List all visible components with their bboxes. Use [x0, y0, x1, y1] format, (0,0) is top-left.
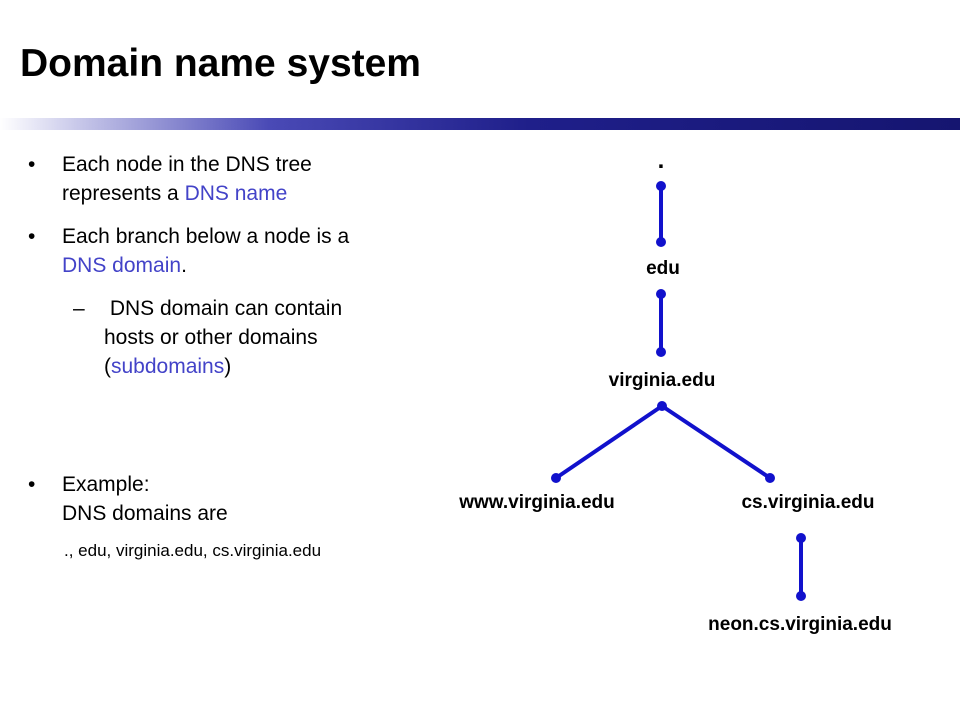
bullet-text-plain: Each branch below a node is a	[62, 225, 350, 248]
bullet-marker: •	[28, 473, 36, 496]
bullet-text: Each node in the DNS tree represents a D…	[62, 150, 312, 208]
bullet-marker: •	[28, 153, 36, 176]
node-dot	[551, 473, 561, 483]
dash-marker: –	[73, 297, 85, 320]
bullet-line: represents a DNS name	[62, 179, 312, 208]
bullet-text: Example: DNS domains are	[62, 470, 228, 528]
subbullet-text-plain: DNS domain can contain	[104, 297, 343, 320]
example-label: Example:	[62, 473, 150, 496]
node-dot	[765, 473, 775, 483]
label-neon: neon.cs.virginia.edu	[708, 614, 892, 635]
title-underline-bar	[0, 118, 960, 130]
label-cs: cs.virginia.edu	[741, 492, 874, 513]
subbullet-line: (subdomains)	[104, 352, 342, 381]
bullet-list: • Each node in the DNS tree represents a…	[0, 0, 450, 720]
node-dot	[657, 401, 667, 411]
subbullet-text-plain: )	[224, 355, 232, 378]
label-edu: edu	[646, 258, 680, 279]
subbullet-text-plain: hosts or other domains	[104, 326, 318, 349]
bullet-text-plain: Each node in the DNS tree	[62, 153, 312, 176]
example-line: DNS domains are	[62, 502, 228, 525]
edge-virginia-www	[554, 404, 664, 480]
subbullet-line: hosts or other domains	[104, 323, 342, 352]
bullet-line: Each branch below a node is a	[62, 222, 349, 251]
label-root: .	[658, 147, 665, 174]
bullet-text-plain: represents a	[62, 182, 185, 205]
tree-edges	[554, 184, 803, 598]
bullet-marker: •	[28, 225, 36, 248]
node-dot	[656, 181, 666, 191]
label-virginia: virginia.edu	[609, 370, 716, 391]
tree-nodes	[551, 181, 806, 601]
highlighted-term: DNS name	[184, 182, 288, 205]
node-dot	[656, 347, 666, 357]
highlighted-term: subdomains	[111, 355, 225, 378]
bullet-text: Each branch below a node is a DNS domain…	[62, 222, 349, 280]
node-dot	[656, 237, 666, 247]
bullet-text-plain: .	[181, 254, 187, 277]
bullet-line: Each node in the DNS tree	[62, 150, 312, 179]
node-dot	[656, 289, 666, 299]
tree-labels: . edu virginia.edu www.virginia.edu cs.v…	[458, 147, 892, 635]
label-www: www.virginia.edu	[458, 492, 615, 513]
subbullet-line: DNS domain can contain	[104, 294, 342, 323]
edge-virginia-cs	[660, 404, 772, 480]
node-dot	[796, 591, 806, 601]
subbullet-text-plain: (	[104, 355, 111, 378]
bullet-line: DNS domain.	[62, 251, 349, 280]
highlighted-term: DNS domain	[62, 254, 182, 277]
example-domain-list: ., edu, virginia.edu, cs.virginia.edu	[64, 541, 322, 560]
node-dot	[796, 533, 806, 543]
slide-title: Domain name system	[20, 42, 421, 85]
subbullet-text: DNS domain can contain hosts or other do…	[104, 294, 342, 381]
